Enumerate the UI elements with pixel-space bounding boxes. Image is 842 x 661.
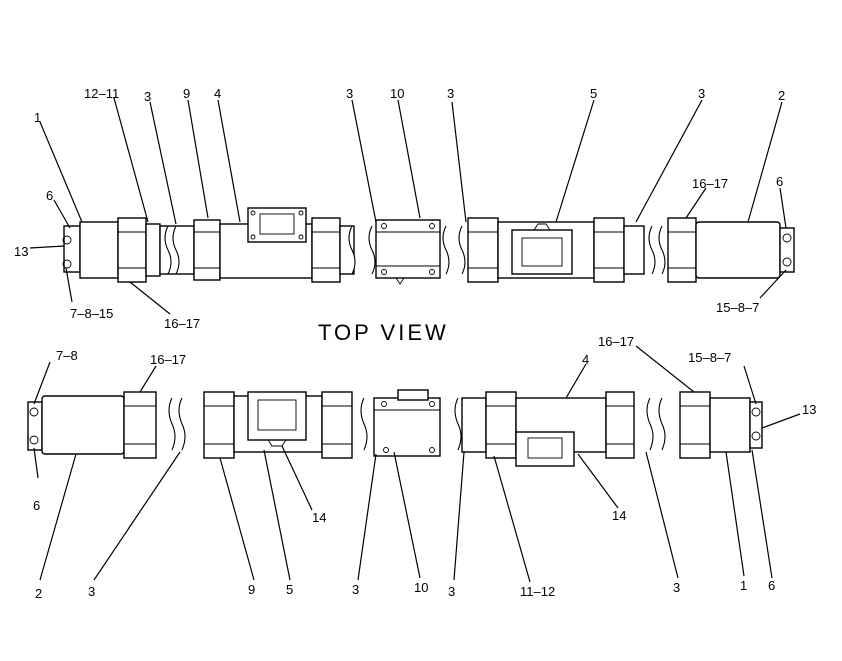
label: 16–17 bbox=[598, 334, 634, 349]
label: 15–8–7 bbox=[688, 350, 731, 365]
label: 6 bbox=[768, 578, 775, 593]
label: 14 bbox=[612, 508, 626, 523]
label: 4 bbox=[582, 352, 589, 367]
bottom-assembly bbox=[27, 389, 763, 467]
label: 3 bbox=[698, 86, 705, 101]
top-labels: 1 6 13 12–11 3 9 4 3 10 3 5 3 2 16–17 6 … bbox=[14, 86, 785, 331]
bottom-port-plate bbox=[247, 391, 307, 441]
label: 3 bbox=[352, 582, 359, 597]
label: 2 bbox=[35, 586, 42, 601]
bottom-leader-lines bbox=[33, 345, 801, 583]
label: 5 bbox=[590, 86, 597, 101]
label: 13 bbox=[802, 402, 816, 417]
top-assembly bbox=[62, 207, 795, 285]
label: 9 bbox=[248, 582, 255, 597]
top-port-plate bbox=[511, 229, 573, 275]
top-port-flange bbox=[247, 207, 307, 243]
label: 6 bbox=[776, 174, 783, 189]
top-flange-6 bbox=[667, 217, 697, 283]
label: 3 bbox=[144, 89, 151, 104]
label: 7–8 bbox=[56, 348, 78, 363]
label: 3 bbox=[447, 86, 454, 101]
label: 10 bbox=[390, 86, 404, 101]
label: 15–8–7 bbox=[716, 300, 759, 315]
bottom-labels: 7–8 16–17 6 2 3 9 5 14 3 10 3 11–12 4 14… bbox=[33, 334, 816, 601]
label: 10 bbox=[414, 580, 428, 595]
top-end-body-2 bbox=[695, 221, 781, 279]
label: 5 bbox=[286, 582, 293, 597]
top-right-end-cap bbox=[779, 227, 795, 273]
bottom-flange-11-12 bbox=[485, 391, 517, 459]
label: 7–8–15 bbox=[70, 306, 113, 321]
bottom-right-body bbox=[709, 397, 751, 453]
view-title: TOP VIEW bbox=[318, 320, 449, 345]
top-flange-5 bbox=[593, 217, 625, 283]
top-flange-1 bbox=[117, 217, 147, 283]
label: 1 bbox=[740, 578, 747, 593]
label: 4 bbox=[214, 86, 221, 101]
bottom-flange-3 bbox=[321, 391, 353, 459]
label: 16–17 bbox=[150, 352, 186, 367]
label: 16–17 bbox=[164, 316, 200, 331]
label: 6 bbox=[46, 188, 53, 203]
bottom-flange-5 bbox=[605, 391, 635, 459]
top-left-end-cap bbox=[63, 225, 81, 273]
label: 9 bbox=[183, 86, 190, 101]
top-leader-lines bbox=[29, 97, 787, 315]
bottom-sleeve bbox=[461, 397, 487, 453]
top-flange-4 bbox=[467, 217, 499, 283]
label: 13 bbox=[14, 244, 28, 259]
label: 11–12 bbox=[520, 584, 555, 599]
top-left-body bbox=[79, 221, 119, 279]
bottom-flange-6 bbox=[679, 391, 711, 459]
bottom-flange-1 bbox=[123, 391, 157, 459]
label: 3 bbox=[346, 86, 353, 101]
label: 12–11 bbox=[84, 86, 119, 101]
label: 1 bbox=[34, 110, 41, 125]
label: 3 bbox=[88, 584, 95, 599]
bottom-right-end-cap bbox=[749, 401, 763, 449]
label: 3 bbox=[673, 580, 680, 595]
bottom-port-flange bbox=[515, 431, 575, 467]
top-flange-2 bbox=[193, 219, 221, 281]
bottom-flange-9 bbox=[203, 391, 235, 459]
label: 14 bbox=[312, 510, 326, 525]
bottom-clamp-10 bbox=[373, 397, 441, 457]
top-clamp-10 bbox=[375, 219, 441, 279]
label: 6 bbox=[33, 498, 40, 513]
bottom-end-body-2 bbox=[41, 395, 125, 455]
bottom-left-end-cap bbox=[27, 401, 43, 451]
top-flange-3 bbox=[311, 217, 341, 283]
label: 3 bbox=[448, 584, 455, 599]
label: 2 bbox=[778, 88, 785, 103]
label: 16–17 bbox=[692, 176, 728, 191]
